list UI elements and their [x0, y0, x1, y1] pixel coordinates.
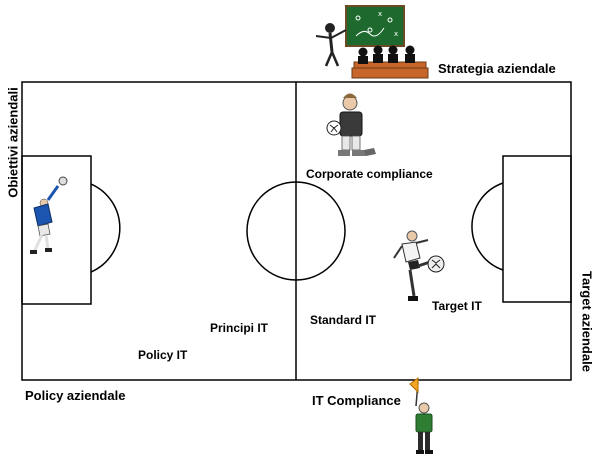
striker-icon — [393, 230, 445, 301]
label-target-aziendale: Target aziendale — [579, 271, 595, 372]
label-corporate-compliance: Corporate compliance — [306, 167, 433, 181]
label-policy-it: Policy IT — [138, 348, 188, 362]
right-penalty-arc — [471, 182, 504, 271]
label-standard-it: Standard IT — [310, 313, 377, 327]
left-penalty-arc — [90, 183, 121, 273]
label-policy-aziendale: Policy aziendale — [25, 388, 126, 403]
label-it-compliance: IT Compliance — [312, 393, 401, 408]
label-principi-it: Principi IT — [210, 321, 269, 335]
referee-icon — [326, 93, 376, 156]
coach-chalkboard-icon: x x — [315, 5, 429, 79]
svg-text:x: x — [378, 10, 382, 18]
label-obiettivi-aziendali: Obiettivi aziendali — [5, 87, 21, 198]
svg-text:x: x — [394, 30, 398, 38]
center-circle — [246, 181, 346, 281]
label-target-it: Target IT — [432, 299, 482, 313]
left-penalty-box — [21, 155, 92, 305]
right-penalty-box — [502, 155, 572, 303]
label-strategia-aziendale: Strategia aziendale — [438, 61, 556, 76]
goalkeeper-icon — [30, 176, 68, 254]
linesman-flag-icon — [409, 377, 433, 454]
